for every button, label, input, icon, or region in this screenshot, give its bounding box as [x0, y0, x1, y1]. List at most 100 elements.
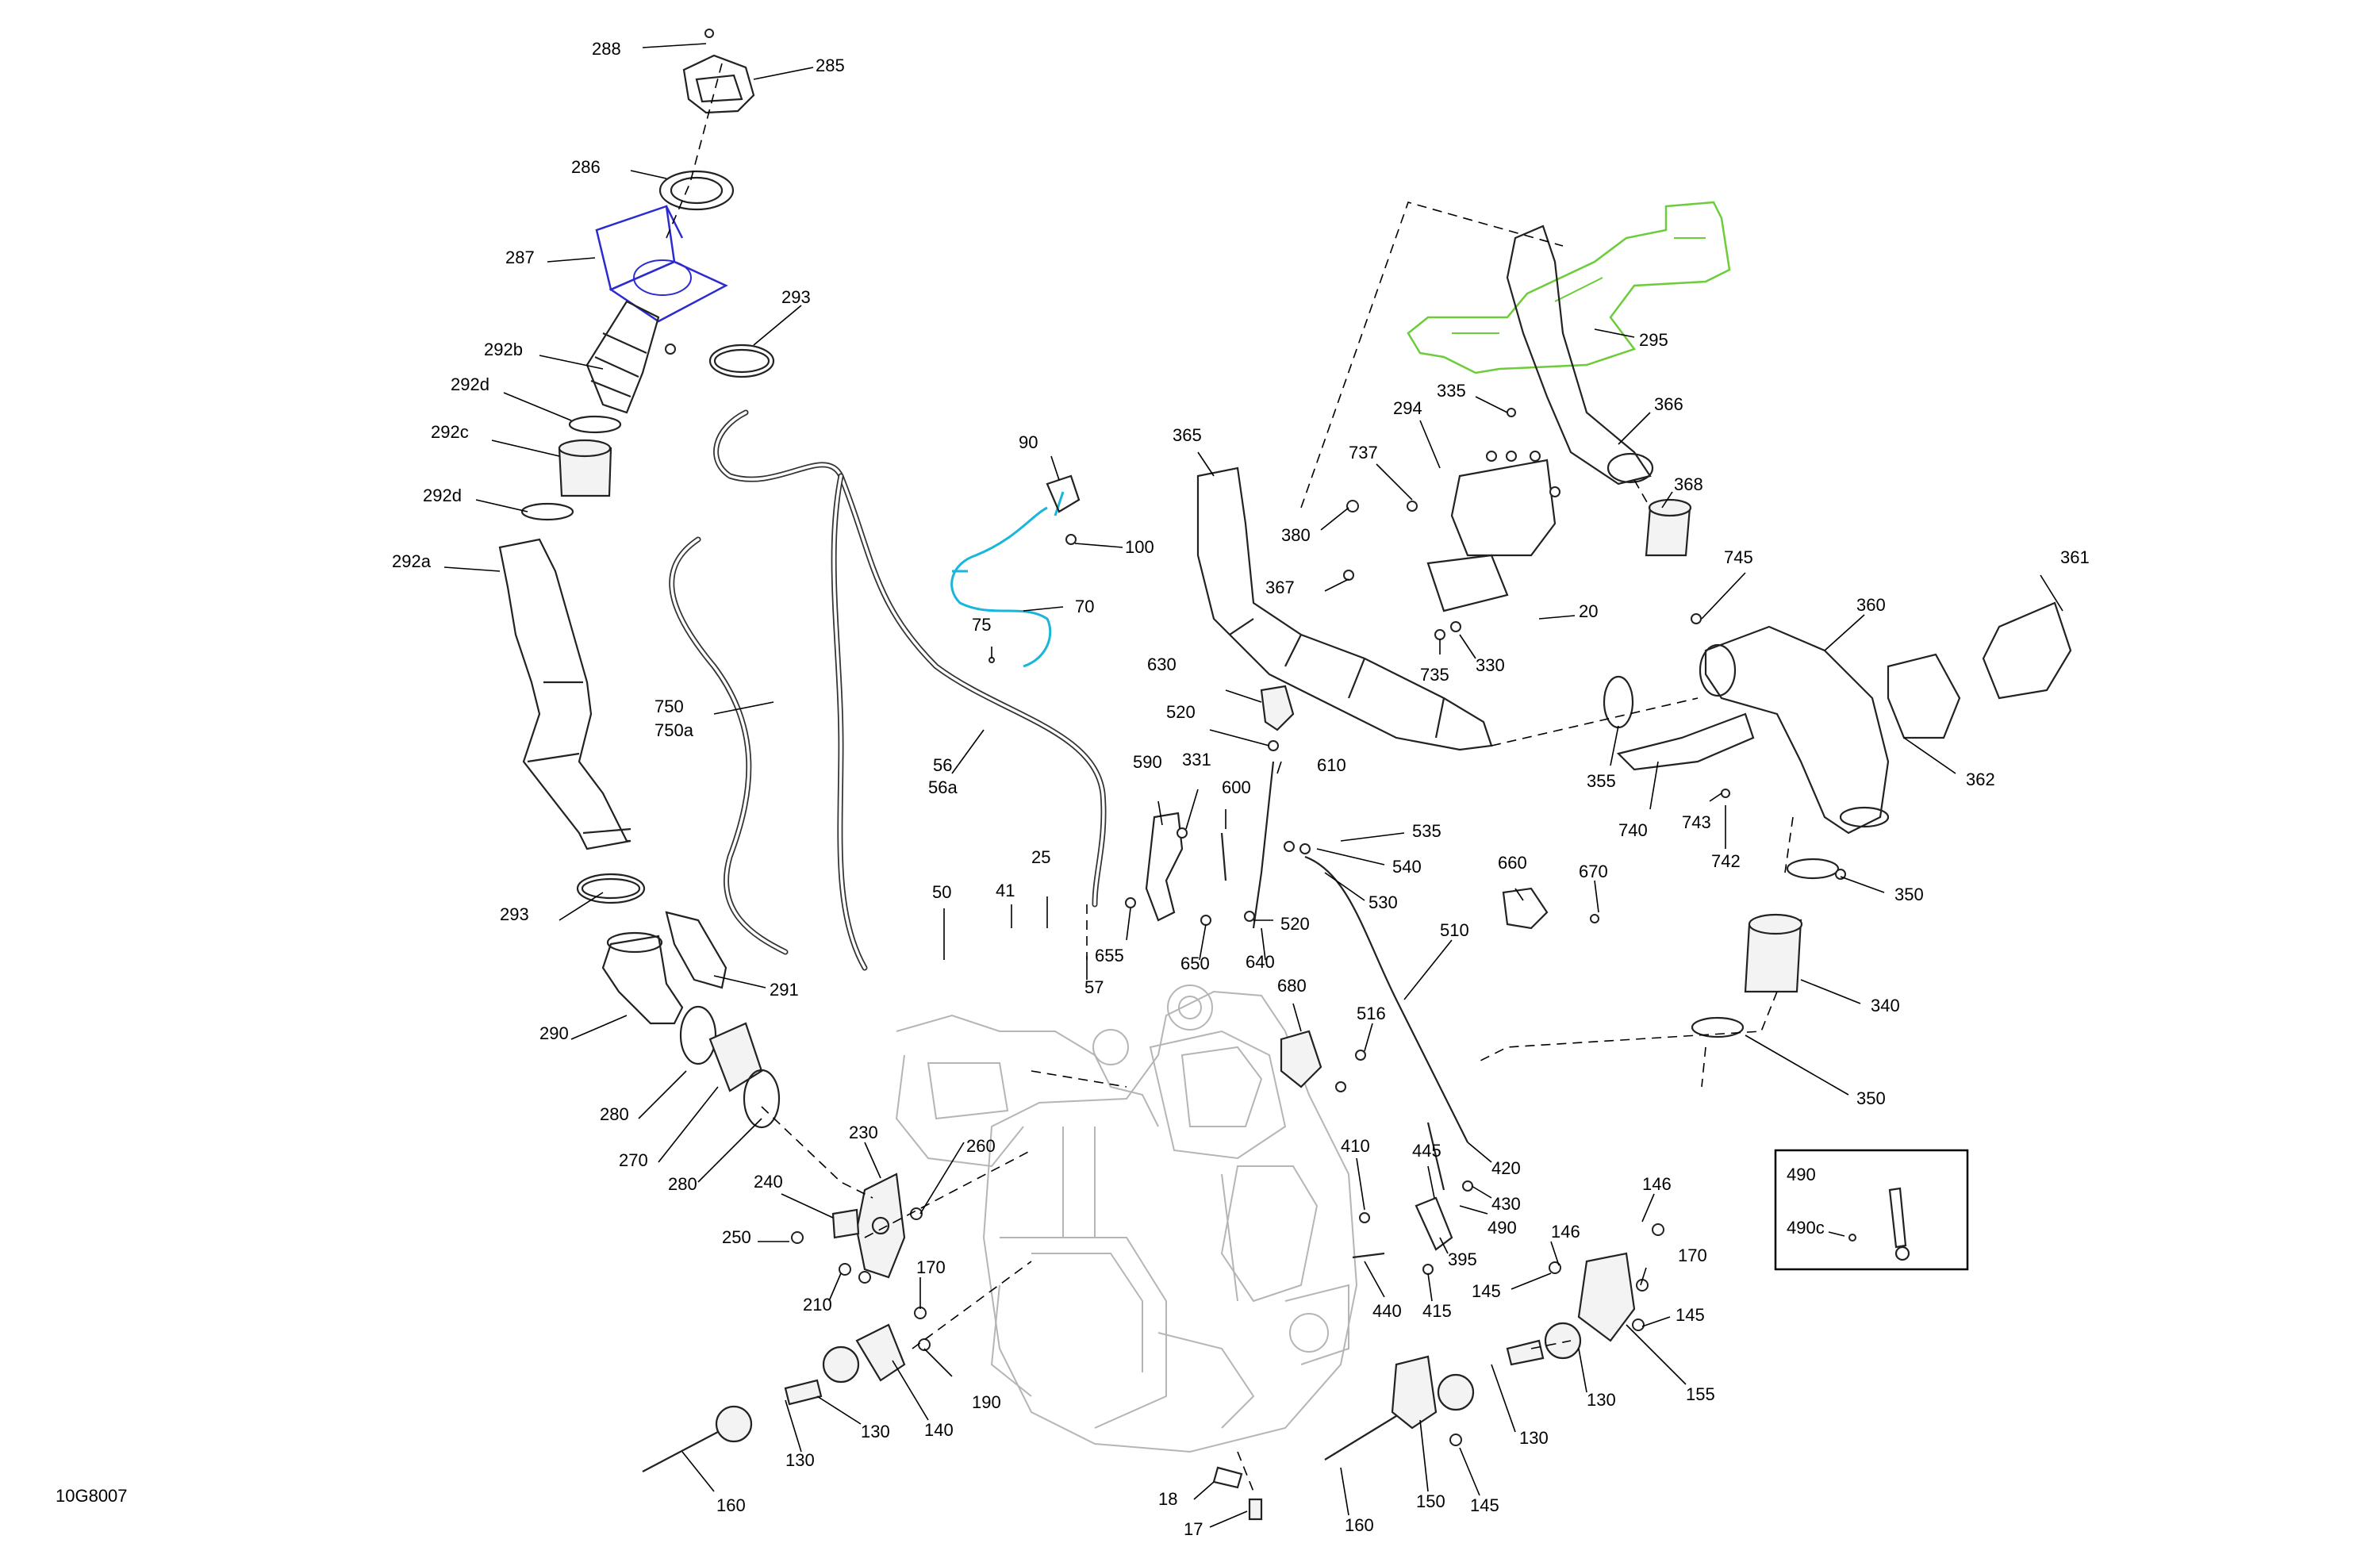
- callout-label: 145: [1470, 1495, 1499, 1515]
- bolt-icon: [1335, 1081, 1346, 1092]
- callout-label: 100: [1125, 537, 1154, 557]
- clamp-icon: [576, 873, 646, 904]
- callout-label: 516: [1357, 1004, 1386, 1023]
- callout-label: 260: [966, 1136, 996, 1156]
- coupler-270: [708, 1022, 763, 1092]
- callout-label: 70: [1075, 597, 1094, 616]
- callout-label: 240: [754, 1172, 783, 1192]
- bolt-icon: [1434, 629, 1445, 640]
- callout-label: 740: [1618, 820, 1648, 840]
- clamp-icon: [1786, 858, 1840, 880]
- bolt-icon: [1835, 869, 1846, 880]
- bracket-icon: [1391, 1355, 1438, 1430]
- callout-label: 331: [1182, 750, 1211, 770]
- bolt-icon: [665, 344, 676, 355]
- bracket-680: [1280, 1030, 1322, 1088]
- pipe-366: [1506, 225, 1652, 486]
- clamp-icon: [568, 415, 622, 434]
- callout-label: 291: [770, 980, 799, 1000]
- callout-label: 745: [1724, 547, 1753, 567]
- callout-label: 290: [539, 1023, 569, 1043]
- callout-label: 280: [600, 1104, 629, 1124]
- inset-sub: 490c: [1787, 1218, 1825, 1238]
- callout-label: 735: [1420, 665, 1449, 685]
- callout-label: 41: [996, 881, 1015, 900]
- callout-label: 430: [1491, 1194, 1521, 1214]
- callout-label: 230: [849, 1123, 878, 1142]
- callout-label: 146: [1642, 1174, 1672, 1194]
- wire-harness-70: [950, 474, 1081, 668]
- callout-label: 288: [592, 39, 621, 59]
- callout-label: 210: [803, 1295, 832, 1315]
- callout-label: 130: [1519, 1428, 1549, 1448]
- callout-label: 367: [1265, 578, 1295, 597]
- callout-label: 90: [1019, 432, 1038, 452]
- bolt-icon: [1268, 740, 1279, 751]
- callout-label: 737: [1349, 443, 1378, 463]
- callout-label: 287: [505, 248, 535, 267]
- lever-590: [1145, 812, 1184, 922]
- callout-label: 530: [1368, 892, 1398, 912]
- callout-label: 368: [1674, 474, 1703, 494]
- shield-291: [665, 911, 727, 989]
- callout-label: 395: [1448, 1249, 1477, 1269]
- callout-label: 540: [1392, 857, 1422, 877]
- leader-lines: [443, 43, 2063, 1528]
- callout-label: 340: [1871, 996, 1900, 1015]
- bolt-icon: [1284, 841, 1295, 852]
- bolt-icon: [1407, 501, 1418, 512]
- knob-630: [1260, 685, 1295, 731]
- bracket-icon: [855, 1323, 906, 1382]
- bolt-icon: [1590, 914, 1599, 923]
- bolt-icon: [1549, 1261, 1561, 1274]
- heat-shield-361: [1982, 601, 2072, 700]
- cable-510: [1304, 855, 1468, 1143]
- callout-label: 630: [1147, 654, 1177, 674]
- callout-label: 130: [1587, 1390, 1616, 1410]
- inset-490: 490 490c: [1774, 1149, 1969, 1271]
- callout-label: 170: [916, 1257, 946, 1277]
- clamp-icon: [1603, 675, 1634, 729]
- callout-label: 20: [1579, 601, 1598, 621]
- callout-label: 150: [1416, 1491, 1445, 1511]
- clip-18: [1212, 1466, 1243, 1489]
- callout-label: 292b: [484, 340, 523, 359]
- sleeve-130: [784, 1379, 823, 1406]
- bolt-icon: [1506, 451, 1517, 462]
- callout-label: 750a: [654, 720, 694, 740]
- callout-label: 355: [1587, 771, 1616, 791]
- bolt-icon: [1507, 408, 1516, 417]
- callout-label: 335: [1437, 381, 1466, 401]
- bolt-icon: [1422, 1264, 1434, 1275]
- bolt-icon: [1691, 613, 1702, 624]
- bolt-icon: [1652, 1223, 1664, 1236]
- bolt-icon: [704, 29, 714, 38]
- clamp-icon: [1691, 1016, 1745, 1038]
- clamp-icon: [520, 502, 574, 521]
- callout-label: 640: [1246, 952, 1275, 972]
- mount-130: [1437, 1373, 1475, 1411]
- callout-label: 130: [861, 1422, 890, 1441]
- bolt-icon: [1721, 789, 1730, 798]
- callout-label: 160: [1345, 1515, 1374, 1535]
- engine-icon: [895, 985, 1358, 1453]
- bracket-740: [1616, 712, 1755, 771]
- pipe-365: [1196, 466, 1493, 751]
- bolt-440: [1352, 1252, 1385, 1259]
- callout-label: 292d: [423, 486, 462, 505]
- bolt-icon: [1343, 570, 1354, 581]
- callout-label: 295: [1639, 330, 1668, 350]
- mount-130: [822, 1345, 860, 1384]
- inset-title: 490: [1787, 1165, 1816, 1184]
- callout-label: 445: [1412, 1141, 1441, 1161]
- callout-label: 520: [1166, 702, 1196, 722]
- callout-label: 145: [1676, 1305, 1705, 1325]
- bracket-20: [1450, 459, 1557, 557]
- assembly-lines: [666, 63, 1794, 1492]
- callout-label: 292a: [392, 551, 432, 571]
- elbow-292b: [585, 300, 660, 414]
- callout-label: 145: [1472, 1281, 1501, 1301]
- callout-label: 285: [816, 56, 845, 75]
- bolt-icon: [1299, 843, 1311, 854]
- callout-label: 286: [571, 157, 601, 177]
